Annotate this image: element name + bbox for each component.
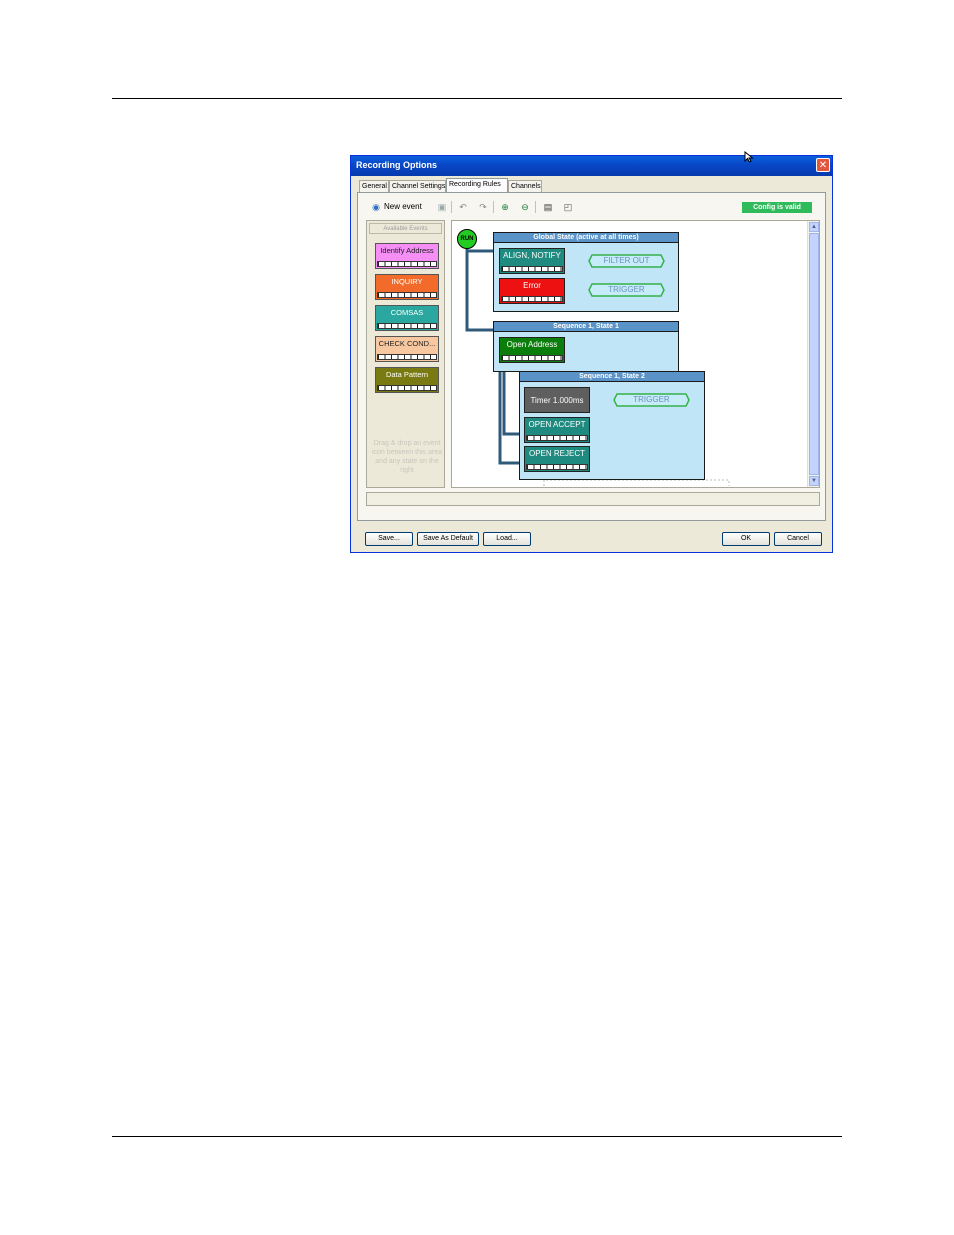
event-comsas[interactable]: COMSAS xyxy=(375,305,439,331)
ok-button[interactable]: OK xyxy=(722,532,770,546)
vertical-scrollbar[interactable]: ▲ ▼ xyxy=(807,221,819,487)
available-events-title: Available Events xyxy=(369,223,442,234)
event-label: Identify Address xyxy=(380,246,434,255)
event-identify-address[interactable]: Identify Address xyxy=(375,243,439,269)
event-bit-strip xyxy=(526,464,588,470)
scroll-thumb[interactable] xyxy=(809,233,819,475)
redo-icon[interactable]: ↷ xyxy=(479,202,487,212)
action-label: TRIGGER xyxy=(633,395,670,404)
event-inquiry[interactable]: INQUIRY xyxy=(375,274,439,300)
event-label: CHECK COND... xyxy=(378,339,436,348)
page-bottom-rule xyxy=(112,1136,842,1137)
event-node-label: OPEN REJECT xyxy=(528,449,585,458)
available-events-pane: Available Events Identify Address INQUIR… xyxy=(366,220,445,488)
event-node-align-notify[interactable]: ALIGN, NOTIFY xyxy=(499,248,565,274)
new-event-button[interactable]: New event xyxy=(384,202,422,211)
tab-general[interactable]: General xyxy=(359,180,389,192)
mouse-cursor-icon xyxy=(744,150,754,168)
event-node-error[interactable]: Error xyxy=(499,278,565,304)
action-label: TRIGGER xyxy=(608,285,645,294)
event-bit-strip xyxy=(377,323,437,329)
dialog-title: Recording Options xyxy=(356,160,437,170)
timer-label: Timer 1.000ms xyxy=(530,396,584,405)
event-bit-strip xyxy=(377,261,437,267)
action-label: FILTER OUT xyxy=(603,256,650,265)
event-check-condition[interactable]: CHECK COND... xyxy=(375,336,439,362)
event-node-open-accept[interactable]: OPEN ACCEPT xyxy=(524,417,590,443)
state-title: Sequence 1, State 2 xyxy=(520,372,704,382)
properties-icon[interactable]: ◰ xyxy=(563,202,573,212)
title-bar: Recording Options ✕ xyxy=(351,156,832,176)
status-bar xyxy=(366,492,820,506)
action-filter-out[interactable]: FILTER OUT xyxy=(588,254,665,268)
save-as-default-button[interactable]: Save As Default xyxy=(417,532,479,546)
toolbar-separator xyxy=(451,201,452,213)
drag-drop-hint: Drag & drop an event icon between this a… xyxy=(371,440,443,474)
zoom-in-icon[interactable]: ⊕ xyxy=(501,202,509,212)
state-diagram-canvas[interactable]: RUN Global State (active at all times) A… xyxy=(451,220,820,488)
run-node[interactable]: RUN xyxy=(457,229,477,249)
event-bit-strip xyxy=(377,292,437,298)
event-label: Data Pattern xyxy=(385,370,429,379)
fit-view-icon[interactable]: ▤ xyxy=(543,202,553,212)
config-status-badge: Config is valid xyxy=(742,202,812,213)
state-title: Global State (active at all times) xyxy=(494,233,678,243)
state-title: Sequence 1, State 1 xyxy=(494,322,678,332)
event-node-label: Error xyxy=(523,281,541,290)
globe-icon: ◉ xyxy=(372,202,380,212)
event-bit-strip xyxy=(377,354,437,360)
action-trigger[interactable]: TRIGGER xyxy=(588,283,665,297)
page-top-rule xyxy=(112,98,842,99)
event-node-label: Open Address xyxy=(506,340,558,349)
scroll-down-icon[interactable]: ▼ xyxy=(809,476,819,486)
toolbar: ◉ New event ▣ ↶ ↷ ⊕ ⊖ ▤ ◰ xyxy=(365,200,820,216)
timer-node[interactable]: Timer 1.000ms xyxy=(524,387,590,413)
event-node-label: OPEN ACCEPT xyxy=(528,420,586,429)
action-shape xyxy=(613,393,690,407)
event-node-open-reject[interactable]: OPEN REJECT xyxy=(524,446,590,472)
event-data-pattern[interactable]: Data Pattern xyxy=(375,367,439,393)
action-shape xyxy=(588,254,665,268)
cancel-button[interactable]: Cancel xyxy=(774,532,822,546)
close-icon[interactable]: ✕ xyxy=(816,158,830,172)
action-shape xyxy=(588,283,665,297)
event-bit-strip xyxy=(501,266,563,272)
event-label: COMSAS xyxy=(390,308,424,317)
delete-icon[interactable]: ▣ xyxy=(437,202,447,212)
event-node-open-address[interactable]: Open Address xyxy=(499,337,565,363)
undo-icon[interactable]: ↶ xyxy=(459,202,467,212)
event-node-label: ALIGN, NOTIFY xyxy=(503,251,561,260)
toolbar-separator xyxy=(535,201,536,213)
zoom-out-icon[interactable]: ⊖ xyxy=(521,202,529,212)
action-trigger-timer[interactable]: TRIGGER xyxy=(613,393,690,407)
event-bit-strip xyxy=(377,385,437,391)
event-bit-strip xyxy=(526,435,588,441)
tab-channel-settings[interactable]: Channel Settings xyxy=(389,180,446,192)
recording-options-dialog: Recording Options ✕ General Channel Sett… xyxy=(350,155,833,553)
save-button[interactable]: Save... xyxy=(365,532,413,546)
toolbar-separator xyxy=(493,201,494,213)
event-label: INQUIRY xyxy=(391,277,423,286)
tab-recording-rules[interactable]: Recording Rules xyxy=(446,178,508,193)
scroll-up-icon[interactable]: ▲ xyxy=(809,222,819,232)
event-bit-strip xyxy=(501,296,563,302)
load-button[interactable]: Load... xyxy=(483,532,531,546)
tab-channels[interactable]: Channels xyxy=(508,180,542,192)
event-bit-strip xyxy=(501,355,563,361)
